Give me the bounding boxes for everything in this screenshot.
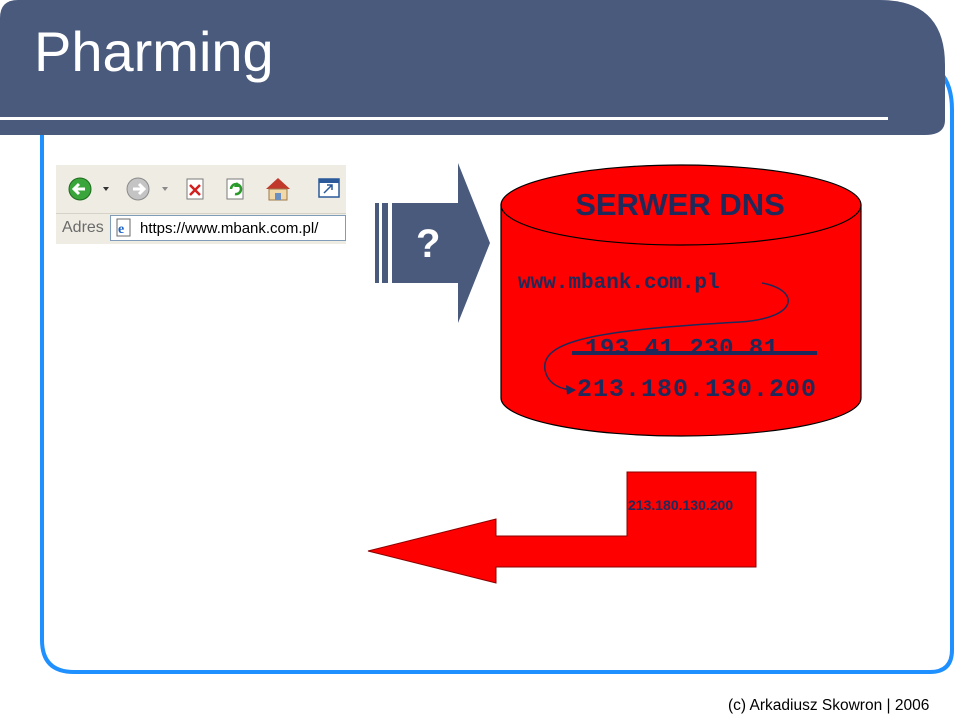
query-question-mark: ? [416,222,441,266]
dns-server-title: SERWER DNS [575,187,785,222]
dns-domain: www.mbank.com.pl [518,272,720,295]
address-url: https://www.mbank.com.pl/ [140,220,319,237]
reply-arrow [367,471,757,584]
dns-original-ip: 193.41.230.81 [585,336,779,363]
new-window-icon[interactable] [318,178,340,198]
redirect-curve [544,282,789,391]
query-arrow-bar-1 [375,203,379,283]
address-input[interactable] [110,215,346,241]
slide-title: Pharming [34,20,274,83]
query-arrow-bar-2 [382,203,388,283]
ie-page-icon: e [116,218,131,237]
refresh-icon[interactable] [226,178,244,200]
dns-cylinder-body [500,204,862,437]
home-icon[interactable] [266,178,290,201]
redirect-arrowhead [566,385,576,395]
dns-spoofed-ip: 213.180.130.200 [577,375,818,404]
title-bar [0,0,945,135]
svg-text:e: e [118,222,124,237]
browser-toolbar-icons [68,177,340,201]
reply-ip-label: 213.180.130.200 [628,497,734,513]
forward-dropdown-arrow-icon[interactable] [162,187,168,191]
query-arrow [392,163,490,323]
back-icon[interactable] [68,177,92,201]
dns-cylinder-top [500,164,862,246]
address-label: Adres [62,219,104,236]
title-underline [0,117,888,120]
footer-credit: (c) Arkadiusz Skowron | 2006 [728,697,930,714]
stop-icon[interactable] [186,178,204,200]
back-dropdown-arrow-icon[interactable] [103,187,109,191]
forward-icon[interactable] [126,177,150,201]
